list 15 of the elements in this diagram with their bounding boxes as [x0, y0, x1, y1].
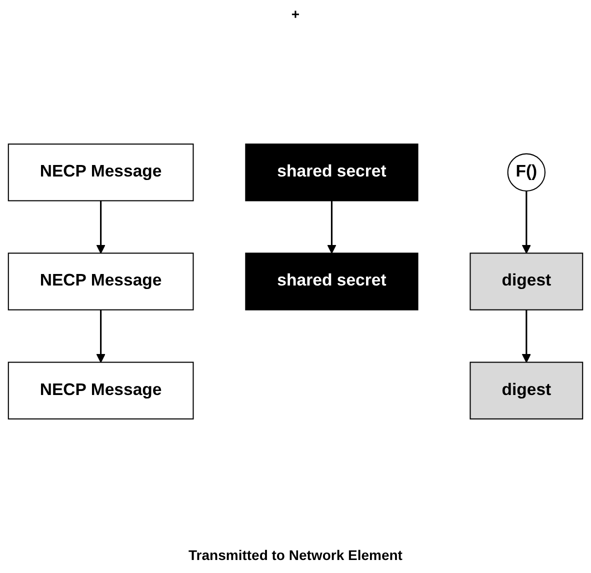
- node-box: NECP Message: [8, 144, 194, 202]
- arrow: [522, 310, 532, 363]
- node-box: digest: [470, 362, 584, 420]
- node-box: NECP Message: [8, 362, 194, 420]
- node-box: digest: [470, 252, 584, 310]
- arrow: [327, 200, 336, 254]
- arrow: [522, 191, 532, 254]
- caption-text: Transmitted to Network Element: [188, 547, 402, 563]
- node-box: shared secret: [245, 144, 418, 202]
- node-box: shared secret: [245, 252, 418, 310]
- node-box: NECP Message: [8, 252, 194, 310]
- node-circle: F(): [507, 153, 546, 192]
- plus-sign: +: [291, 6, 300, 22]
- arrow: [96, 200, 106, 254]
- arrow: [96, 310, 106, 363]
